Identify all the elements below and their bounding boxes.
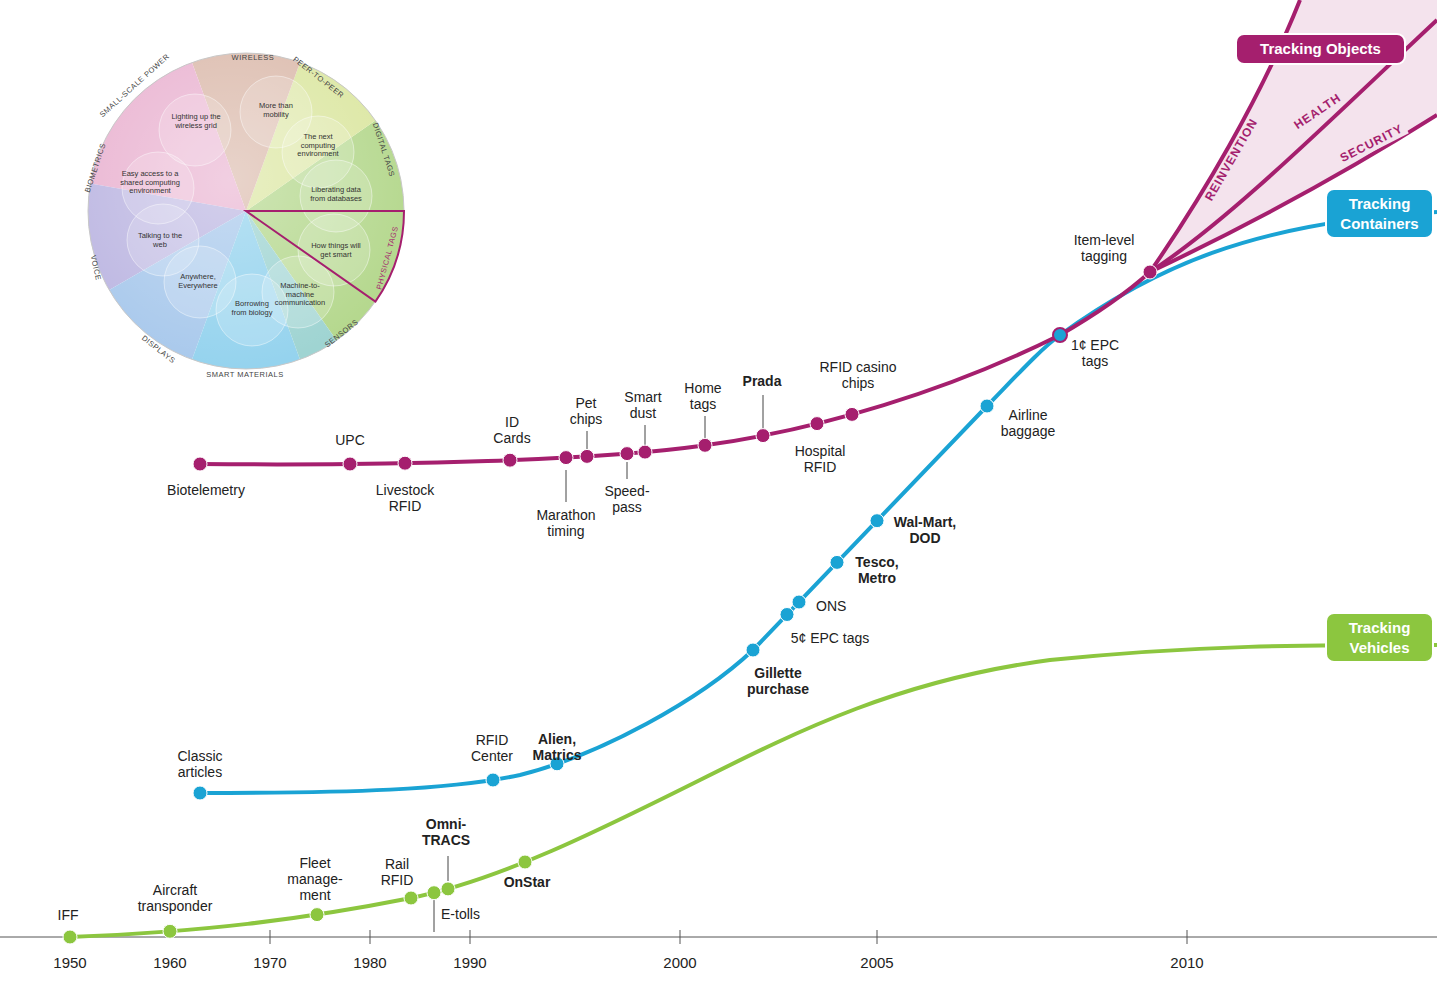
milestone-label: Speed- pass bbox=[602, 483, 652, 515]
sector-name: WIRELESS bbox=[232, 54, 275, 63]
wheel-bubble-text: More than mobility bbox=[248, 102, 304, 119]
objects-curve bbox=[200, 272, 1150, 464]
wheel-bubble-text: Machine-to-machine communication bbox=[270, 282, 330, 308]
wheel-bubble-text: Anywhere, Everywhere bbox=[171, 273, 225, 290]
milestone-dot bbox=[792, 595, 806, 609]
milestone-label: Biotelemetry bbox=[167, 482, 245, 498]
milestone-label: Home tags bbox=[680, 380, 726, 412]
wheel-sectors bbox=[88, 53, 404, 369]
branch-lines bbox=[1150, 0, 1437, 272]
time-axis bbox=[0, 937, 1437, 938]
containers-curve bbox=[200, 212, 1437, 793]
milestone-dot bbox=[310, 908, 324, 922]
milestone-label: Item-level tagging bbox=[1061, 232, 1147, 264]
milestone-label: RFID casino chips bbox=[815, 359, 901, 391]
milestone-label: ID Cards bbox=[490, 414, 534, 446]
milestone-label: Aircraft transponder bbox=[127, 882, 223, 914]
milestone-label: Tesco, Metro bbox=[847, 554, 907, 586]
track-box: Tracking Objects bbox=[1237, 35, 1404, 63]
milestone-dot bbox=[163, 924, 177, 938]
milestone-label: Livestock RFID bbox=[370, 482, 440, 514]
milestone-dot bbox=[404, 891, 418, 905]
milestone-dot bbox=[486, 773, 500, 787]
milestone-label: ONS bbox=[816, 598, 846, 614]
milestone-label: Smart dust bbox=[620, 389, 666, 421]
milestone-dot bbox=[580, 449, 594, 463]
wheel-bubble-text: Liberating data from databases bbox=[304, 186, 368, 203]
wheel-bubble-text: How things will get smart bbox=[307, 242, 365, 259]
milestone-dot bbox=[343, 457, 357, 471]
milestone-dot bbox=[518, 855, 532, 869]
milestone-label: IFF bbox=[58, 907, 79, 923]
milestone-dot bbox=[193, 786, 207, 800]
axis-ticks bbox=[270, 930, 1187, 944]
milestone-label: Rail RFID bbox=[377, 856, 417, 888]
milestone-dot bbox=[810, 417, 824, 431]
milestone-dot bbox=[870, 514, 884, 528]
sector-name: SMART MATERIALS bbox=[206, 371, 284, 380]
track-box: Tracking Vehicles bbox=[1327, 614, 1432, 661]
track-box: Tracking Containers bbox=[1327, 190, 1432, 237]
year-label: 1980 bbox=[353, 954, 386, 971]
milestone-dot bbox=[845, 407, 859, 421]
year-label: 1990 bbox=[453, 954, 486, 971]
milestone-label: Alien, Matrics bbox=[525, 731, 589, 763]
milestone-dot bbox=[398, 456, 412, 470]
milestone-label: OnStar bbox=[504, 874, 551, 890]
milestone-label: RFID Center bbox=[466, 732, 518, 764]
wheel-bubble-text: Lighting up the wireless grid bbox=[169, 113, 223, 130]
milestone-label: Omni- TRACS bbox=[421, 816, 471, 848]
wheel-bubble-text: Easy access to a shared computing enviro… bbox=[113, 170, 187, 196]
milestone-dot bbox=[746, 643, 760, 657]
milestone-label: Classic articles bbox=[165, 748, 235, 780]
year-label: 2000 bbox=[663, 954, 696, 971]
milestone-dot bbox=[1143, 265, 1157, 279]
milestone-dot bbox=[698, 438, 712, 452]
milestone-dot bbox=[1053, 328, 1067, 342]
wheel-bubble-text: Borrowing from biology bbox=[230, 300, 274, 317]
milestone-label: Gillette purchase bbox=[738, 665, 818, 697]
milestone-dot bbox=[638, 445, 652, 459]
leader-lines bbox=[434, 395, 763, 932]
milestone-label: Wal-Mart, DOD bbox=[887, 514, 963, 546]
milestone-label: UPC bbox=[335, 432, 365, 448]
box-title: Tracking Vehicles bbox=[1333, 618, 1426, 657]
milestone-dot bbox=[780, 608, 794, 622]
milestone-dot bbox=[427, 886, 441, 900]
milestone-dot bbox=[441, 882, 455, 896]
milestone-label: Prada bbox=[743, 373, 782, 389]
milestone-label: 5¢ EPC tags bbox=[791, 630, 870, 646]
year-label: 1960 bbox=[153, 954, 186, 971]
box-title: Tracking Containers bbox=[1333, 194, 1426, 233]
milestone-label: Hospital RFID bbox=[788, 443, 852, 475]
milestone-label: E-tolls bbox=[441, 906, 480, 922]
milestone-dots bbox=[63, 265, 1157, 944]
milestone-label: Fleet manage- ment bbox=[287, 855, 343, 903]
milestone-label: Marathon timing bbox=[533, 507, 599, 539]
milestone-label: 1¢ EPC tags bbox=[1068, 337, 1122, 369]
milestone-dot bbox=[980, 399, 994, 413]
milestone-dot bbox=[503, 453, 517, 467]
milestone-label: Pet chips bbox=[563, 395, 609, 427]
milestone-dot bbox=[63, 930, 77, 944]
year-label: 2010 bbox=[1170, 954, 1203, 971]
wheel-bubble-text: The next computing environment bbox=[290, 133, 346, 159]
year-label: 2005 bbox=[860, 954, 893, 971]
year-label: 1950 bbox=[53, 954, 86, 971]
milestone-dot bbox=[193, 457, 207, 471]
wheel-bubble-text: Talking to the web bbox=[135, 232, 185, 249]
milestone-label: Airline baggage bbox=[992, 407, 1064, 439]
physical-tags-outline bbox=[246, 211, 404, 302]
milestone-dot bbox=[756, 429, 770, 443]
milestone-dot bbox=[620, 447, 634, 461]
wheel-rim bbox=[88, 53, 404, 369]
milestone-dot bbox=[559, 451, 573, 465]
milestone-dot bbox=[830, 555, 844, 569]
year-label: 1970 bbox=[253, 954, 286, 971]
box-title: Tracking Objects bbox=[1243, 39, 1398, 59]
